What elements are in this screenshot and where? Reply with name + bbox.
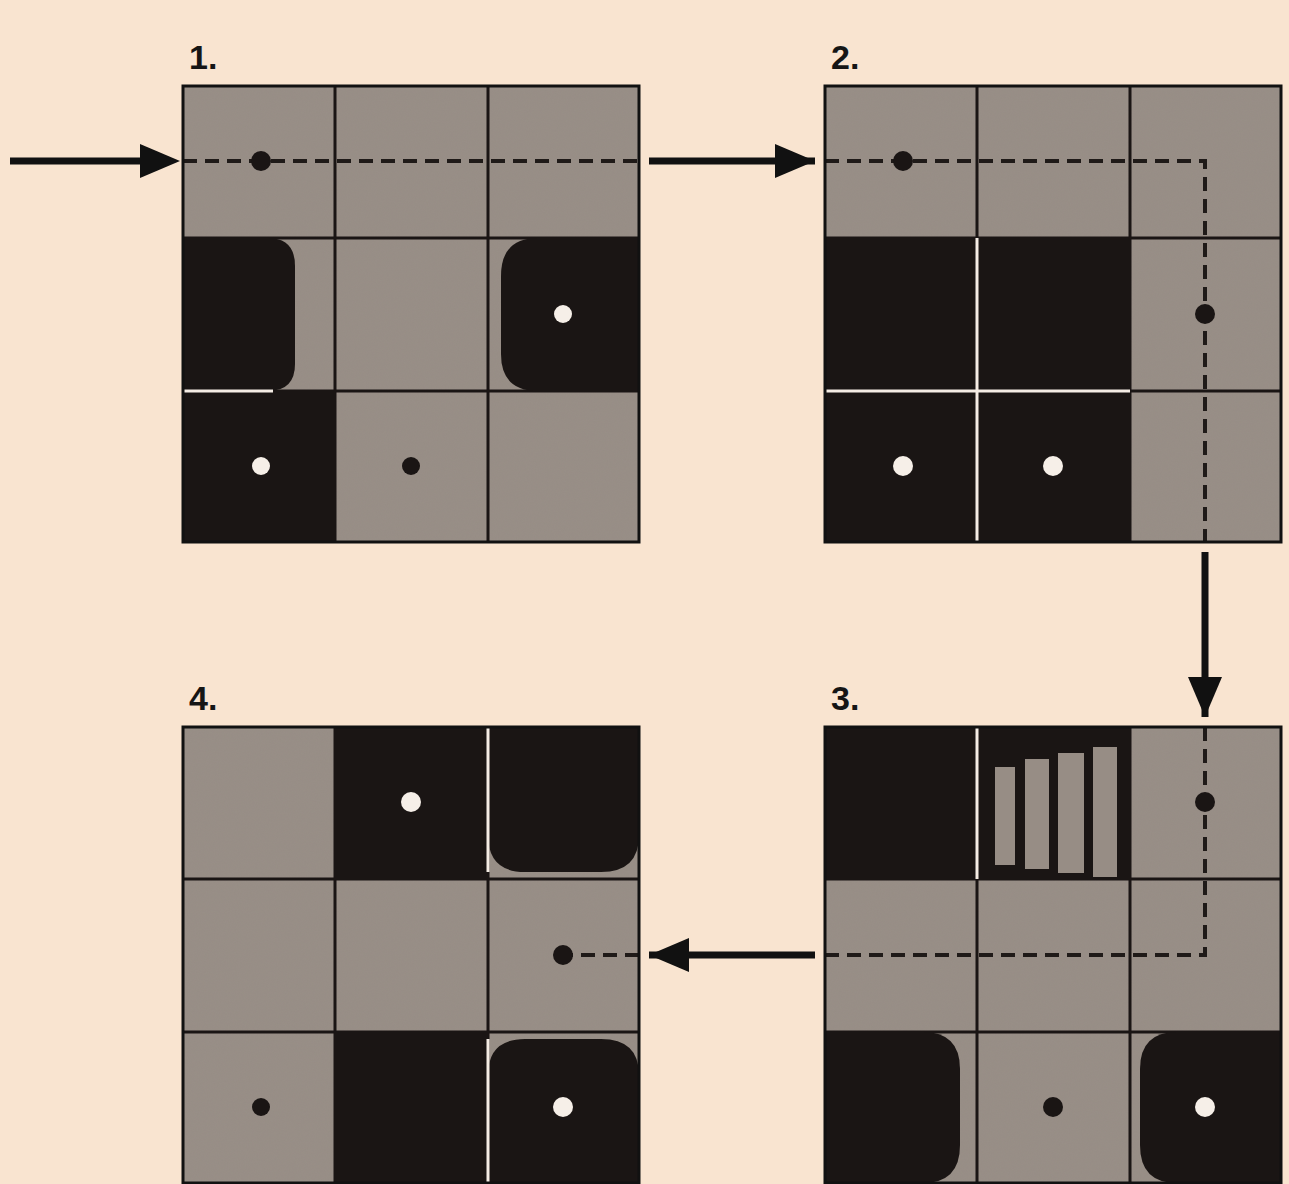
tile-art-shape: [487, 727, 490, 1183]
tile-art-shape: [825, 238, 1130, 542]
tile-art-shape: [402, 457, 420, 475]
panel-number: 1.: [189, 40, 217, 74]
tile-art-shape: [893, 151, 913, 171]
tile-art-shape: [183, 727, 639, 1183]
map-panel: 1.: [183, 86, 639, 542]
tile-art-shape: [1140, 1032, 1281, 1183]
tile-art-shape: [825, 86, 1281, 542]
tile-art-shape: [976, 727, 979, 1183]
tile-art-shape: [825, 1032, 960, 1183]
tile-art-shape: [487, 727, 490, 872]
tile-art-shape: [335, 727, 488, 879]
tile-art-shape: [1025, 759, 1049, 869]
flow-arrow: [1202, 552, 1209, 717]
tile-art-shape: [183, 86, 639, 542]
tile-art-shape: [825, 161, 1205, 542]
tile-art-shape: [487, 727, 490, 1183]
tile-art-shape: [1093, 747, 1117, 877]
tile-art-shape: [995, 767, 1015, 865]
tile-art-shape: [995, 747, 1117, 877]
tile-art-shape: [554, 305, 572, 323]
tile-art-shape: [487, 86, 490, 542]
tile-art-shape: [825, 727, 1281, 1183]
map-panel: 3.: [825, 727, 1281, 1183]
tile-art-shape: [335, 727, 639, 1183]
tile-art-shape: [10, 158, 150, 165]
tile-art-shape: [825, 86, 1281, 542]
tile-art-shape: [183, 86, 639, 542]
tile-art-shape: [335, 1032, 488, 1183]
tile-art-shape: [825, 86, 1281, 542]
flow-arrow: [649, 952, 815, 959]
tile-art-shape: [825, 390, 1130, 393]
panel-number: 3.: [831, 681, 859, 715]
tile-art-shape: [183, 390, 273, 393]
tile-art-shape: [1195, 792, 1215, 812]
tile-art-shape: [183, 391, 335, 542]
flow-arrow: [649, 158, 815, 165]
tile-art-shape: [825, 390, 1281, 393]
tile-art-shape: [1195, 1097, 1215, 1117]
tile-art-shape: [1058, 753, 1084, 873]
tile-art-shape: [251, 151, 271, 171]
tile-art-shape: [893, 456, 913, 476]
tile-art-shape: [488, 1039, 639, 1183]
tile-panel-art: [825, 86, 1281, 542]
tile-art-shape: [976, 727, 979, 879]
map-panel: 2.: [825, 86, 1281, 542]
tile-art-shape: [825, 727, 1130, 879]
panel-number: 2.: [831, 40, 859, 74]
tile-art-shape: [825, 727, 1281, 1183]
tile-panel-art: [183, 86, 639, 542]
tile-art-shape: [183, 727, 639, 1183]
entry-arrow: [10, 144, 180, 178]
tile-panel-art: [183, 727, 639, 1183]
panel-number: 4.: [189, 681, 217, 715]
tile-art-shape: [501, 238, 639, 391]
tile-art-shape: [825, 727, 1281, 1183]
tile-art-shape: [252, 1098, 270, 1116]
tile-art-shape: [825, 727, 1205, 955]
tile-art-shape: [1195, 304, 1215, 324]
tile-art-shape: [183, 238, 639, 542]
tile-art-shape: [183, 238, 295, 391]
tile-art-shape: [140, 144, 180, 178]
tile-art-shape: [553, 945, 573, 965]
tile-art-shape: [563, 953, 639, 957]
tile-art-shape: [401, 792, 421, 812]
tile-art-shape: [1043, 1097, 1063, 1117]
tile-art-shape: [825, 238, 1130, 542]
tile-art-shape: [183, 86, 639, 542]
tile-art-shape: [183, 727, 639, 1183]
tile-art-shape: [825, 1032, 1281, 1183]
tile-art-shape: [488, 727, 639, 872]
tile-art-shape: [976, 86, 979, 542]
tile-art-shape: [487, 1039, 490, 1183]
map-panel: 4.: [183, 727, 639, 1183]
tile-art-shape: [553, 1097, 573, 1117]
tile-art-shape: [1043, 456, 1063, 476]
tile-art-shape: [252, 457, 270, 475]
tile-panel-art: [825, 727, 1281, 1183]
